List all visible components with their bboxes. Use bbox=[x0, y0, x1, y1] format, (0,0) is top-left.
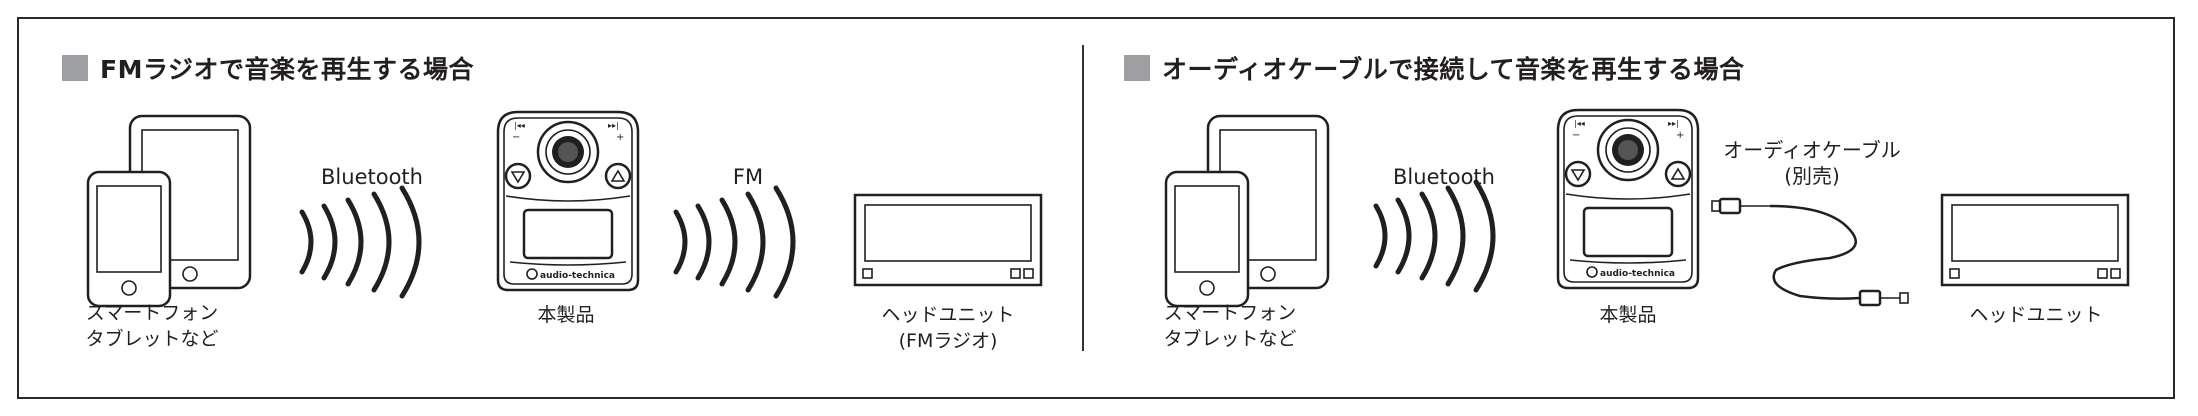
sink-label: ヘッドユニット bbox=[1969, 302, 2102, 328]
fm-label: FM bbox=[732, 165, 764, 189]
right-panel-title-text: オーディオケーブルで接続して音楽を再生する場合 bbox=[1162, 55, 1745, 84]
fm-signal-icon bbox=[676, 188, 793, 296]
right-panel-title: オーディオケーブルで接続して音楽を再生する場合 bbox=[1124, 50, 1745, 86]
title-square-icon bbox=[62, 55, 88, 81]
source-label-line1: スマートフォン bbox=[1163, 302, 1297, 324]
source-label: スマートフォン タブレットなど bbox=[1163, 300, 1296, 352]
sink-label-line2: (FMラジオ) bbox=[898, 330, 998, 352]
bluetooth-label: Bluetooth bbox=[1393, 165, 1495, 189]
smartphone-tablet-icon bbox=[1164, 114, 1330, 308]
smartphone-tablet-icon bbox=[86, 114, 252, 308]
source-label-line2: タブレットなど bbox=[85, 328, 219, 350]
device-label: 本製品 bbox=[537, 304, 595, 326]
panel-divider bbox=[1082, 45, 1084, 351]
bluetooth-signal-icon bbox=[302, 188, 419, 296]
head-unit-icon bbox=[853, 193, 1043, 287]
cable-label-line1: オーディオケーブル bbox=[1723, 138, 1901, 162]
transmitter-icon bbox=[1556, 108, 1700, 290]
cable-label: オーディオケーブル (別売) bbox=[1723, 137, 1900, 189]
source-label: スマートフォン タブレットなど bbox=[85, 300, 218, 352]
source-label-line2: タブレットなど bbox=[1163, 328, 1297, 350]
bluetooth-signal-icon bbox=[1376, 182, 1493, 290]
sink-label: ヘッドユニット (FMラジオ) bbox=[881, 302, 1014, 354]
source-label-line1: スマートフォン bbox=[85, 302, 219, 324]
sink-label-line1: ヘッドユニット bbox=[881, 304, 1015, 326]
sink-label-line1: ヘッドユニット bbox=[1969, 304, 2103, 326]
left-panel-title: FMラジオで音楽を再生する場合 bbox=[62, 50, 474, 86]
device-label: 本製品 bbox=[1599, 304, 1657, 326]
diagram-frame bbox=[17, 17, 2175, 399]
audio-cable-icon bbox=[1711, 197, 1909, 307]
bluetooth-label: Bluetooth bbox=[321, 165, 423, 189]
left-panel-title-text: FMラジオで音楽を再生する場合 bbox=[100, 55, 474, 84]
head-unit-icon bbox=[1940, 193, 2130, 287]
transmitter-icon bbox=[496, 110, 640, 292]
title-square-icon bbox=[1124, 55, 1150, 81]
cable-label-line2: (別売) bbox=[1784, 164, 1840, 188]
